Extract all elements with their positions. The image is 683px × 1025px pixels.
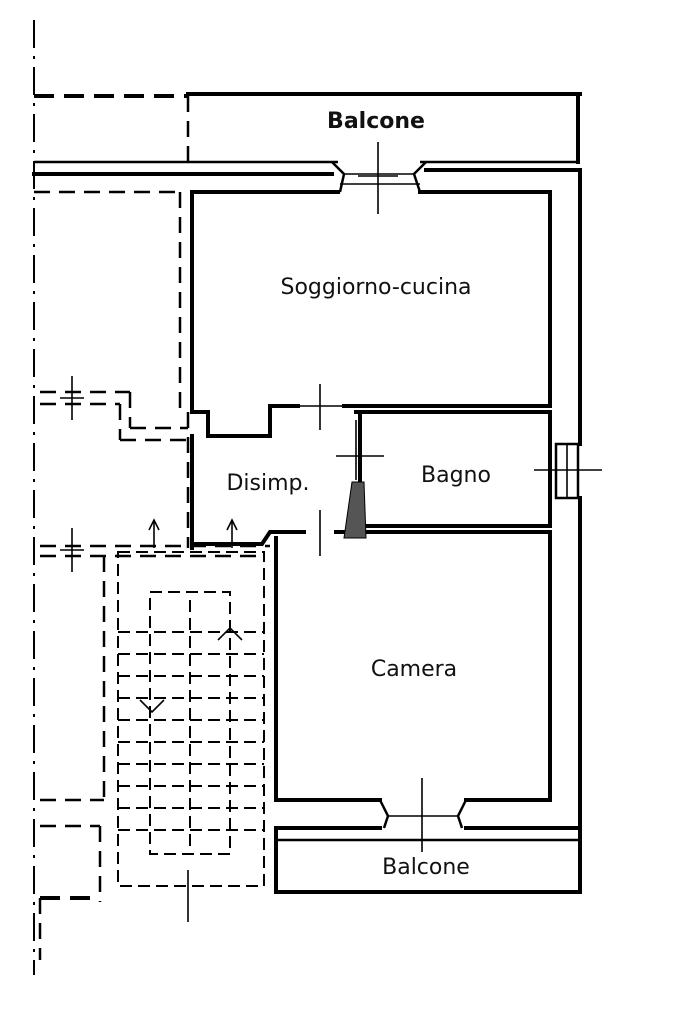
- room-label-living-kitchen: Soggiorno-cucina: [280, 275, 471, 300]
- window-living-top: [331, 142, 427, 214]
- adjacent-unit-outline: [34, 94, 270, 960]
- exterior-walls: [32, 168, 582, 894]
- room-label-balcony-top: Balcone: [327, 109, 425, 134]
- room-label-balcony-bottom: Balcone: [382, 855, 470, 880]
- room-label-bedroom: Camera: [371, 657, 457, 682]
- doors-and-openings: [60, 376, 384, 572]
- staircase: [117, 518, 265, 922]
- window-bathroom: [534, 442, 602, 500]
- balcony-top-outline: [34, 92, 582, 164]
- room-label-bathroom: Bagno: [421, 463, 491, 488]
- room-label-hallway: Disimp.: [226, 471, 309, 496]
- interior-walls: [190, 404, 552, 802]
